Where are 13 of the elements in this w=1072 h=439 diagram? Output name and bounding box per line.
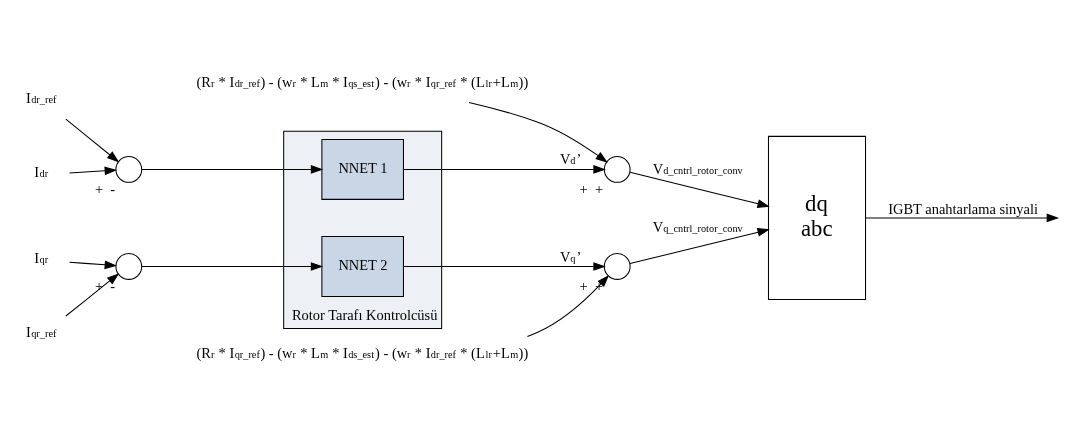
edge-label: Vq’ [559, 248, 582, 265]
node-text: Iqr [34, 250, 49, 267]
node-text: Idr [34, 164, 49, 181]
edge-label: Vd’ [559, 151, 582, 168]
edge-label: IGBT anahtarlama sinyali [888, 201, 1038, 218]
node-text: (Rr * Iqr_ref) - (wr * Lm * Ids_est) - (wr * Idr_ref * (Llr+Lm)) [196, 345, 529, 362]
node-text: Iqr_ref [26, 324, 57, 341]
edge-label: Vd_cntrl_rotor_conv [652, 160, 743, 177]
node-text: (Rr * Idr_ref) - (wr * Lm * Iqs_est) - (wr * Iqr_ref * (Llr+Lm)) [196, 73, 529, 90]
node-label: + - [94, 180, 116, 197]
node-text: Idr_ref [26, 90, 57, 107]
edge-label: Vq_cntrl_rotor_conv [652, 218, 743, 235]
node-label: + + [579, 180, 604, 197]
